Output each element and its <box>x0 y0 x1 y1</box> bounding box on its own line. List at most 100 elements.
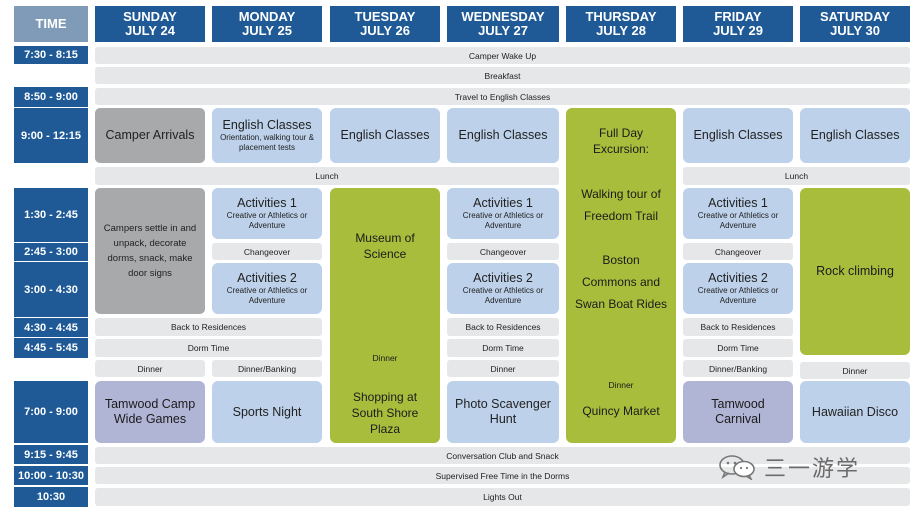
time-label: 4:30 - 4:45 <box>24 321 78 334</box>
friday-back-to-residences: Back to Residences <box>683 318 793 336</box>
time-label: 4:45 - 5:45 <box>24 342 78 354</box>
bar-label: Back to Residences <box>465 322 541 332</box>
wednesday-dinner: Dinner <box>447 360 559 377</box>
time-slot: 1:30 - 2:45 <box>14 188 88 242</box>
sunday-dinner: Dinner <box>95 360 205 377</box>
event-label: Walking tour of Freedom Trail <box>581 187 661 223</box>
event-label: Photo Scavenger Hunt <box>455 397 551 426</box>
event-label: English Classes <box>693 128 783 142</box>
event-label: Activities 2 <box>237 271 297 285</box>
event-sublabel: Dinner <box>608 380 634 390</box>
time-slot: 3:00 - 4:30 <box>14 262 88 317</box>
bar-label: Conversation Club and Snack <box>446 450 559 461</box>
time-label: 10:30 <box>36 491 66 503</box>
bar-label: Dorm Time <box>717 343 759 353</box>
day-name: TUESDAY <box>354 9 416 24</box>
event-sublabel: Creative or Athletics or Adventure <box>697 211 779 230</box>
wednesday-english-classes: English Classes <box>447 108 559 163</box>
thursday-full-day-excursion: Full Day Excursion: Walking tour of Free… <box>566 108 676 443</box>
day-date: JULY 25 <box>242 23 292 38</box>
time-label: 7:30 - 8:15 <box>24 49 78 61</box>
sunday-camp-wide-games: Tamwood Camp Wide Games <box>95 381 205 443</box>
time-slot: 10:30 <box>14 487 88 507</box>
bar-label: Supervised Free Time in the Dorms <box>435 470 570 481</box>
event-label: Hawaiian Disco <box>811 404 899 419</box>
event-label: Activities 1 <box>473 196 533 210</box>
bar-label: Breakfast <box>484 70 521 81</box>
bar-label: Dinner <box>842 365 868 376</box>
bar-label: Dinner/Banking <box>237 363 297 374</box>
time-label: 10:00 - 10:30 <box>17 469 85 482</box>
time-slot: 4:30 - 4:45 <box>14 318 88 337</box>
day-date: JULY 26 <box>360 23 410 38</box>
time-slot: 9:00 - 12:15 <box>14 108 88 163</box>
friday-dorm-time: Dorm Time <box>683 339 793 357</box>
event-label: Activities 1 <box>708 196 768 210</box>
event-label: Museum of Science <box>355 231 415 261</box>
day-date: JULY 28 <box>596 23 646 38</box>
time-label: 9:00 - 12:15 <box>21 129 81 142</box>
tuesday-museum-shopping: Museum of Science Dinner Shopping at Sou… <box>330 188 440 443</box>
bar-breakfast: Breakfast <box>95 67 910 84</box>
sunday-camper-arrivals: Camper Arrivals <box>95 108 205 163</box>
event-label: Tamwood Carnival <box>711 397 765 426</box>
day-name: MONDAY <box>238 9 296 24</box>
time-slot: 4:45 - 5:45 <box>14 338 88 358</box>
time-header: TIME <box>14 6 88 42</box>
bar-wake-up: Camper Wake Up <box>95 47 910 64</box>
bar-lunch-left: Lunch <box>95 167 559 185</box>
event-label: English Classes <box>810 128 900 142</box>
time-slot: 10:00 - 10:30 <box>14 466 88 485</box>
event-sublabel: Orientation, walking tour & placement te… <box>220 133 314 152</box>
day-name: FRIDAY <box>714 9 762 24</box>
saturday-hawaiian-disco: Hawaiian Disco <box>800 381 910 443</box>
wechat-icon <box>718 454 756 482</box>
bar-label: Back to Residences <box>170 322 247 332</box>
bar-free-time: Supervised Free Time in the Dorms <box>95 467 910 484</box>
event-label: Shopping at South Shore Plaza <box>351 390 419 436</box>
bar-label: Back to Residences <box>700 322 776 332</box>
bar-label: Dinner/Banking <box>708 363 768 374</box>
event-label: Sports Night <box>232 404 302 419</box>
event-label: English Classes <box>340 128 430 142</box>
day-name: WEDNESDAY <box>461 9 545 24</box>
event-label: English Classes <box>222 118 312 132</box>
event-label: Campers settle in and unpack, decorate d… <box>103 223 197 279</box>
wednesday-dorm-time: Dorm Time <box>447 339 559 357</box>
time-header-label: TIME <box>35 16 67 31</box>
friday-dinner-banking: Dinner/Banking <box>683 360 793 377</box>
event-label: Camper Arrivals <box>105 128 195 142</box>
time-slot: 2:45 - 3:00 <box>14 243 88 261</box>
monday-changeover: Changeover <box>212 243 322 260</box>
watermark: 三一游学 <box>718 452 908 482</box>
bar-lunch-right: Lunch <box>683 167 910 185</box>
day-date: JULY 29 <box>713 23 763 38</box>
bar-label: Dorm Time <box>187 343 230 353</box>
event-sublabel: Creative or Athletics or Adventure <box>226 211 308 230</box>
saturday-rock-climbing: Rock climbing <box>800 188 910 355</box>
event-sublabel: Creative or Athletics or Adventure <box>226 286 308 305</box>
event-label: Boston Commons and Swan Boat Rides <box>574 253 668 311</box>
saturday-english-classes: English Classes <box>800 108 910 163</box>
bar-label: Changeover <box>479 246 527 257</box>
event-label: Activities 1 <box>237 196 297 210</box>
day-name: THURSDAY <box>585 9 657 24</box>
event-label: Activities 2 <box>708 271 768 285</box>
time-label: 9:15 - 9:45 <box>24 448 78 461</box>
bar-label: Camper Wake Up <box>468 50 537 61</box>
day-date: JULY 24 <box>125 23 175 38</box>
event-sublabel: Creative or Athletics or Adventure <box>697 286 779 305</box>
wednesday-back-to-residences: Back to Residences <box>447 318 559 336</box>
